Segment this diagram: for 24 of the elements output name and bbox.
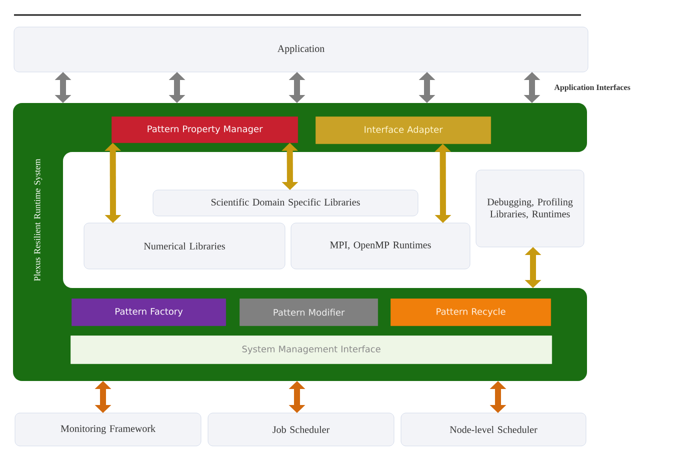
module-bar: Pattern Property Manager [112,116,298,143]
double-arrow [418,72,436,103]
double-arrow [524,247,542,288]
component-box: Application [14,26,588,72]
component-box: Job Scheduler [208,412,394,446]
annotation: Application Interfaces [554,84,630,92]
module-bar: Pattern Recycle [390,298,551,326]
component-box: Scientific Domain Specific Libraries [152,190,418,216]
component-box: Numerical Libraries [84,222,286,270]
component-box: Monitoring Framework [14,412,202,446]
component-box: Node-level Scheduler [400,412,586,446]
component-box: MPI, OpenMP Runtimes [290,222,470,270]
module-bar: Pattern Factory [72,298,226,326]
module-bar: Interface Adapter [316,116,491,144]
double-arrow [94,381,112,413]
module-bar: Pattern Modifier [240,298,378,326]
double-arrow [288,381,306,413]
double-arrow [288,72,306,103]
double-arrow [54,72,72,103]
module-bar: System Management Interface [70,336,552,364]
double-arrow [490,381,506,413]
double-arrow [168,72,186,103]
double-arrow [524,72,540,103]
component-box: Debugging, Profiling Libraries, Runtimes [476,170,584,248]
